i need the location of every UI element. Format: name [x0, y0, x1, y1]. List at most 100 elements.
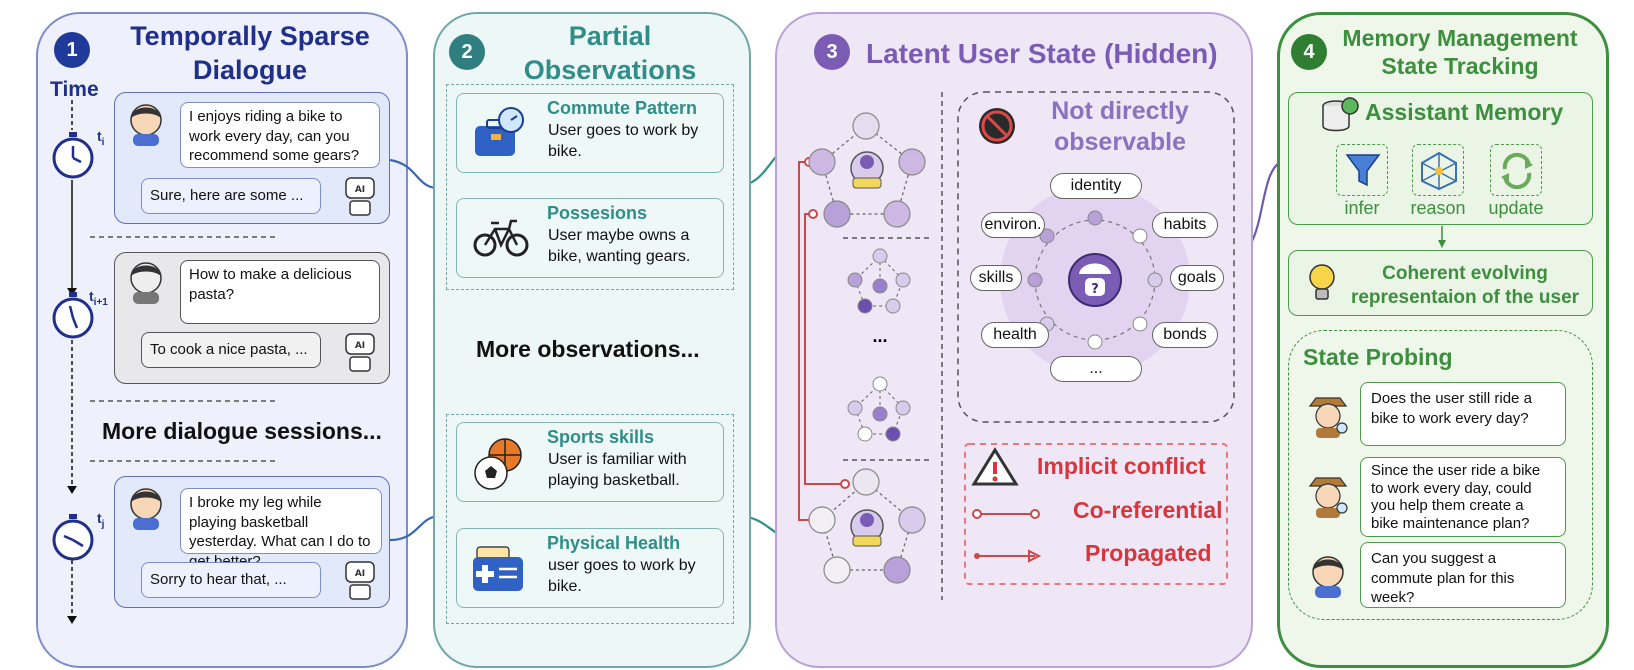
panel4-number-badge: 4: [1291, 34, 1327, 70]
detective-avatar-icon: [1308, 477, 1348, 518]
panel1-title-line1: Temporally Sparse: [130, 21, 370, 51]
ai-reply: To cook a nice pasta, ...: [141, 332, 321, 368]
not-observable-line1: Not directly: [1051, 97, 1189, 125]
detective-avatar-icon: [1308, 397, 1348, 438]
middle-state-graph-1: [847, 248, 911, 314]
coherent-line1: Coherent evolving: [1382, 263, 1548, 284]
propagated-line-icon: [974, 549, 1042, 563]
bottom-state-graph: [808, 468, 926, 584]
not-directly-observable: Not directly observable: [1030, 96, 1210, 159]
panel4-title-line1: Memory Management: [1342, 25, 1578, 51]
observation-title: Sports skills: [547, 427, 655, 447]
attribute-more: ...: [1050, 356, 1142, 382]
panel1-title-line2: Dialogue: [192, 54, 307, 85]
observation-body: User is familiar with playing basketball…: [548, 451, 687, 489]
state-probing-region: [1288, 330, 1593, 620]
panel1-title: Temporally Sparse Dialogue: [100, 20, 400, 88]
infer-box: [1336, 144, 1388, 196]
tick-label-tj: tj: [97, 510, 105, 530]
attribute-habits: habits: [1152, 212, 1218, 238]
op-infer: infer: [1344, 198, 1380, 218]
panel2-number-badge: 2: [449, 34, 485, 70]
legend-co-referential: Co-referential: [1073, 497, 1223, 523]
observation-body: User goes to work by bike.: [548, 122, 699, 160]
panel2-title-line2: Observations: [523, 54, 697, 85]
op-reason: reason: [1410, 198, 1466, 218]
reason-box: [1412, 144, 1464, 196]
observation-card-possessions: Possesions User maybe owns a bike, wanti…: [456, 198, 724, 278]
graph-ellipsis: ...: [872, 326, 887, 346]
robot-icon: AI: [345, 561, 375, 600]
tick-label-ti: ti: [97, 128, 105, 148]
down-arrow: [1438, 226, 1446, 248]
coherent-representation-box: [1288, 250, 1593, 316]
panel1-number-badge: 1: [54, 32, 90, 68]
latent-state-graphics: ... ?: [798, 91, 1235, 600]
co-referential-line-icon: [972, 509, 1040, 519]
observation-group-top: [446, 84, 734, 290]
tick-label-ti1: ti+1: [89, 288, 108, 308]
warning-icon: [971, 447, 1019, 486]
user-message: How to make a delicious pasta?: [180, 260, 380, 324]
not-observable-line2: observable: [1053, 128, 1186, 157]
funnel-icon: [1345, 154, 1381, 187]
clock-icon: [52, 514, 94, 561]
observation-card-physical-health: Physical Health user goes to work by bik…: [456, 528, 724, 608]
attribute-identity: identity: [1050, 173, 1142, 199]
hidden-eye-icon: [979, 108, 1015, 144]
legend-propagated: Propagated: [1085, 540, 1212, 566]
clock-icon: [52, 132, 94, 179]
svg-text:AI: AI: [355, 185, 365, 195]
op-update: update: [1488, 198, 1544, 218]
sports-balls-icon: [474, 438, 522, 490]
panel4-title: Memory Management State Tracking: [1330, 24, 1590, 80]
more-observations: More observations...: [476, 336, 700, 362]
observation-card-commute: Commute Pattern User goes to work by bik…: [456, 93, 724, 173]
coherent-line2: representaion of the user: [1350, 286, 1580, 308]
observation-body: user goes to work by bike.: [548, 557, 696, 595]
bicycle-icon: [473, 219, 529, 257]
panel3-title: Latent User State (Hidden): [866, 38, 1218, 69]
panel2-title-line1: Partial: [568, 21, 652, 51]
panel4-title-line2: State Tracking: [1381, 53, 1539, 80]
svg-text:AI: AI: [355, 341, 365, 351]
coherent-representation: Coherent evolving representaion of the u…: [1338, 262, 1592, 310]
panel3-number-badge: 3: [814, 34, 850, 70]
refresh-icon: [1501, 152, 1533, 190]
top-state-graph: [808, 112, 926, 228]
svg-text:?: ?: [1091, 282, 1099, 297]
observation-card-sports: Sports skills User is familiar with play…: [456, 422, 724, 502]
panel2-title: Partial Observations: [480, 20, 740, 88]
attribute-environ: environ.: [981, 212, 1045, 238]
user-avatar: [130, 104, 162, 146]
observation-body: User maybe owns a bike, wanting gears.: [548, 227, 691, 265]
state-probing-title: State Probing: [1303, 344, 1453, 370]
probe-question: Does the user still ride a bike to work …: [1360, 382, 1566, 446]
lightbulb-icon: [1309, 264, 1335, 300]
ai-reply: Sure, here are some ...: [141, 178, 321, 214]
observation-title: Commute Pattern: [547, 98, 698, 118]
robot-icon: AI: [345, 333, 375, 372]
probe-question: Since the user ride a bike to work every…: [1360, 457, 1566, 537]
probe-question: Can you suggest a commute plan for this …: [1360, 542, 1566, 608]
briefcase-icon: [475, 107, 524, 156]
user-message: I broke my leg while playing basketball …: [180, 488, 382, 570]
database-icon: [1322, 97, 1359, 132]
robot-icon: AI: [345, 177, 375, 216]
attribute-health: health: [981, 322, 1049, 348]
user-avatar: [1312, 556, 1344, 598]
attribute-skills: skills: [970, 265, 1022, 291]
more-dialogue-sessions: More dialogue sessions...: [102, 418, 382, 444]
assistant-memory-title: Assistant Memory: [1365, 99, 1564, 125]
attribute-goals: goals: [1170, 265, 1224, 291]
ai-reply: Sorry to hear that, ...: [141, 562, 321, 598]
user-avatar: [130, 262, 162, 304]
legend-implicit-conflict: Implicit conflict: [1037, 453, 1206, 479]
latent-attribute-nodes: [1027, 210, 1163, 350]
clock-icon: [52, 292, 94, 339]
time-axis-label: Time: [50, 78, 99, 101]
user-avatar: [130, 488, 162, 530]
observation-group-bottom: [446, 414, 734, 624]
middle-state-graph-2: [847, 376, 911, 442]
update-box: [1490, 144, 1542, 196]
